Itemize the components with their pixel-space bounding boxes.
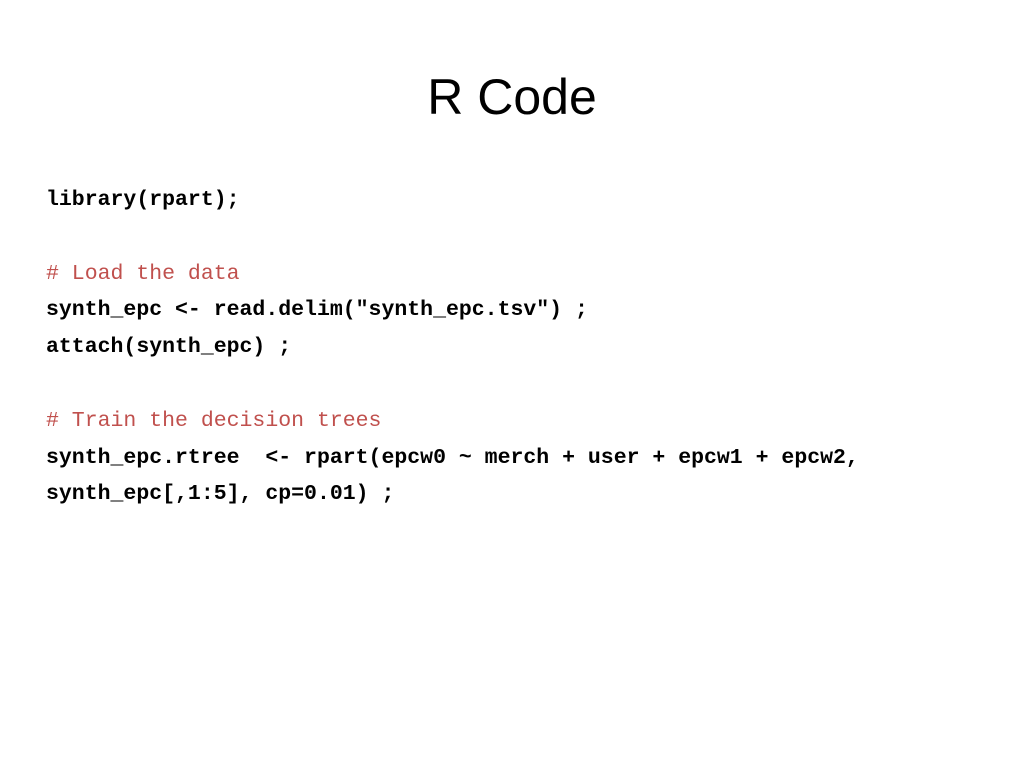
code-block: library(rpart); # Load the data synth_ep… [46, 182, 976, 513]
code-line-rpart: synth_epc.rtree <- rpart(epcw0 ~ merch +… [46, 445, 872, 507]
code-line-library: library(rpart); [46, 188, 240, 212]
blank-line [46, 366, 976, 403]
code-line-read: synth_epc <- read.delim("synth_epc.tsv")… [46, 298, 588, 323]
blank-line [46, 219, 976, 256]
code-line-attach: attach(synth_epc) ; [46, 335, 292, 360]
code-comment-load: # Load the data [46, 261, 240, 286]
code-comment-train: # Train the decision trees [46, 408, 382, 433]
slide-title: R Code [427, 69, 597, 125]
